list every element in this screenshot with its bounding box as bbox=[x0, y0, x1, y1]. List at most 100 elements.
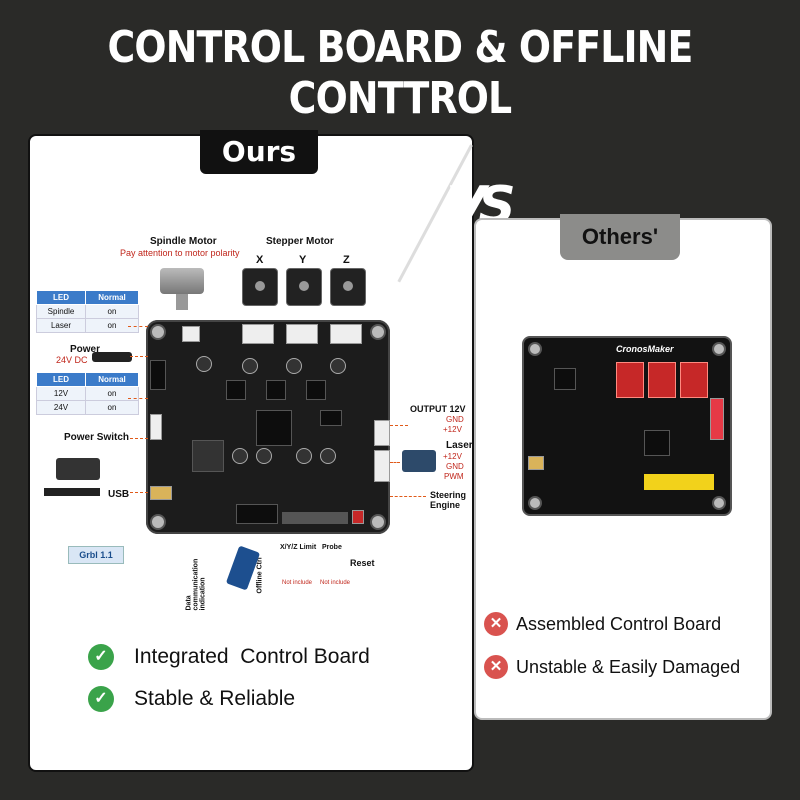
inductor bbox=[192, 440, 224, 472]
mount-hole bbox=[150, 324, 166, 340]
plus12v-label-1: +12V bbox=[443, 425, 462, 434]
mcu-chip bbox=[256, 410, 292, 446]
pin-header bbox=[644, 474, 714, 490]
capacitor bbox=[196, 356, 212, 372]
ic-chip bbox=[226, 380, 246, 400]
callout-arrow bbox=[130, 356, 148, 358]
offline-ctrl-label: Offline Ctrl bbox=[256, 557, 264, 594]
axis-y-label: Y bbox=[299, 254, 307, 266]
axis-z-label: Z bbox=[343, 254, 350, 266]
led-header: LED bbox=[36, 290, 86, 305]
gnd-label-1: GND bbox=[446, 415, 464, 424]
led-row-value: on bbox=[85, 304, 139, 319]
stepper-motor-y bbox=[286, 268, 322, 306]
laser-connector bbox=[374, 450, 390, 482]
callout-arrow bbox=[130, 492, 148, 494]
stepper-motor-x bbox=[242, 268, 278, 306]
steering-engine-label: Steering Engine bbox=[430, 490, 467, 510]
board-brand: CronosMaker bbox=[616, 344, 674, 354]
ic-chip bbox=[306, 380, 326, 400]
power-label: Power bbox=[70, 344, 101, 355]
not-include-label-2: Not include bbox=[320, 580, 351, 586]
reset-button bbox=[352, 510, 364, 524]
callout-arrow bbox=[128, 398, 148, 400]
led-row-value: on bbox=[85, 386, 139, 401]
capacitor bbox=[232, 448, 248, 464]
capacitor bbox=[256, 448, 272, 464]
led-row-label: 24V bbox=[36, 400, 86, 415]
probe-label: Probe bbox=[322, 544, 342, 551]
others-tab: Others' bbox=[560, 214, 680, 260]
mount-hole bbox=[712, 342, 726, 356]
callout-arrow bbox=[128, 326, 148, 328]
mount-hole bbox=[712, 496, 726, 510]
ic-chip bbox=[554, 368, 576, 390]
power-jack bbox=[150, 360, 166, 390]
power-switch bbox=[150, 414, 162, 440]
offline-connector bbox=[236, 504, 278, 524]
mount-hole bbox=[370, 324, 386, 340]
power-spec: 24V DC bbox=[56, 355, 88, 365]
ours-control-board bbox=[146, 320, 390, 534]
spindle-motor-label: Spindle Motor bbox=[150, 236, 217, 247]
usb-port bbox=[528, 456, 544, 470]
normal-header: Normal bbox=[85, 372, 139, 387]
gnd-label-2: GND bbox=[446, 462, 464, 471]
stepper-motor-z bbox=[330, 268, 366, 306]
callout-arrow bbox=[130, 438, 148, 440]
led-row-value: on bbox=[85, 400, 139, 415]
mount-hole bbox=[150, 514, 166, 530]
others-feature-1: ✕ Assembled Control Board bbox=[484, 612, 721, 636]
spindle-connector bbox=[182, 326, 200, 342]
xyz-limit-label: X/Y/Z Limit bbox=[280, 544, 317, 551]
normal-header: Normal bbox=[85, 290, 139, 305]
output-12v-label: OUTPUT 12V bbox=[410, 404, 466, 414]
usb-cable-image bbox=[56, 458, 100, 480]
stepper-driver bbox=[680, 362, 708, 398]
headline: CONTROL BOARD & OFFLINE CONTTROL bbox=[107, 22, 694, 124]
pwm-label: PWM bbox=[444, 472, 464, 481]
motor-connector-y bbox=[286, 324, 318, 344]
usb-label: USB bbox=[108, 489, 130, 500]
stepper-driver bbox=[616, 362, 644, 398]
led-header: LED bbox=[36, 372, 86, 387]
grbl-badge: Grbl 1.1 bbox=[68, 546, 124, 564]
capacitor bbox=[320, 448, 336, 464]
data-comm-label: Data communication indication bbox=[185, 558, 207, 611]
power-switch-label: Power Switch bbox=[64, 432, 130, 443]
reset-label: Reset bbox=[350, 558, 375, 568]
callout-arrow bbox=[390, 462, 400, 464]
spindle-note: Pay attention to motor polarity bbox=[120, 248, 240, 258]
cross-icon: ✕ bbox=[484, 655, 508, 679]
check-icon: ✓ bbox=[88, 644, 114, 670]
mcu-chip bbox=[644, 430, 670, 456]
spindle-motor-image bbox=[160, 268, 204, 294]
capacitor bbox=[242, 358, 258, 374]
others-feature-2: ✕ Unstable & Easily Damaged bbox=[484, 655, 740, 679]
feature-text: Integrated Control Board bbox=[134, 645, 370, 668]
motor-connector-z bbox=[330, 324, 362, 344]
capacitor bbox=[330, 358, 346, 374]
ours-tab: Ours bbox=[200, 130, 318, 174]
others-control-board: CronosMaker bbox=[522, 336, 732, 516]
usb-plug-image bbox=[44, 488, 100, 496]
capacitor bbox=[286, 358, 302, 374]
ic-chip bbox=[320, 410, 342, 426]
spindle-shaft bbox=[176, 294, 188, 310]
led-row-label: Spindle bbox=[36, 304, 86, 319]
stepper-motor-label: Stepper Motor bbox=[266, 236, 334, 247]
motor-connector-x bbox=[242, 324, 274, 344]
led-row-value: on bbox=[85, 318, 139, 333]
callout-arrow bbox=[390, 425, 408, 427]
led-row-label: Laser bbox=[36, 318, 86, 333]
usb-port bbox=[150, 486, 172, 500]
feature-text: Unstable & Easily Damaged bbox=[516, 656, 741, 677]
callout-arrow bbox=[390, 496, 426, 498]
ours-feature-2: ✓ Stable & Reliable bbox=[88, 686, 295, 712]
stepper-driver bbox=[648, 362, 676, 398]
mount-hole bbox=[528, 496, 542, 510]
mount-hole bbox=[370, 514, 386, 530]
capacitor bbox=[296, 448, 312, 464]
